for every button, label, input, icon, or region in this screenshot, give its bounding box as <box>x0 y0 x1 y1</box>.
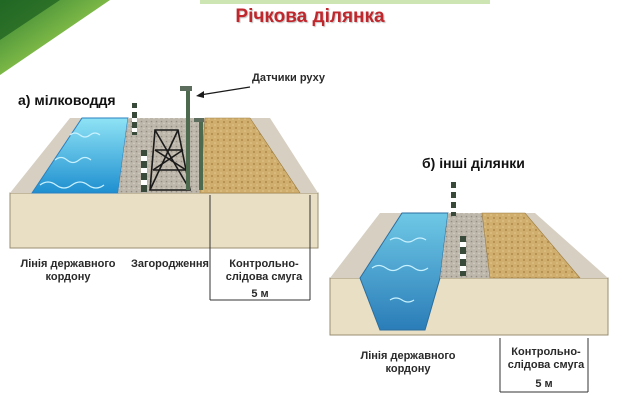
section-label-a: а) мілководдя <box>18 92 116 108</box>
sensors-arrow <box>199 86 251 96</box>
width-label-b: 5 м <box>535 378 553 390</box>
border-post-b <box>451 182 466 276</box>
sensors-label: Датчики руху <box>252 72 326 84</box>
fence-a <box>149 129 191 191</box>
control-strip-label-a: Контрольно-слідова смуга <box>225 258 303 283</box>
width-label-a: 5 м <box>251 288 269 300</box>
border-post-a <box>132 103 147 192</box>
width-dimension-a <box>209 195 311 301</box>
corner-decoration <box>0 0 110 75</box>
control-strip-a <box>199 117 301 194</box>
control-strip-label-b: Контрольно-слідова смуга <box>507 346 585 371</box>
page-title: Річкова ділянка <box>235 6 385 27</box>
diagram-a-illustration <box>9 86 319 301</box>
border-line-label-a: Лінія державного кордону <box>20 258 116 283</box>
border-line-label-b: Лінія державного кордону <box>360 350 456 375</box>
control-strip-b <box>481 212 581 279</box>
width-dimension-b <box>499 338 589 393</box>
diagram-b-illustration <box>329 182 609 393</box>
section-label-b: б) інші ділянки <box>422 155 525 171</box>
fence-label: Загородження <box>131 258 209 270</box>
top-accent-bar <box>200 0 490 4</box>
motion-sensors-a <box>180 86 204 190</box>
